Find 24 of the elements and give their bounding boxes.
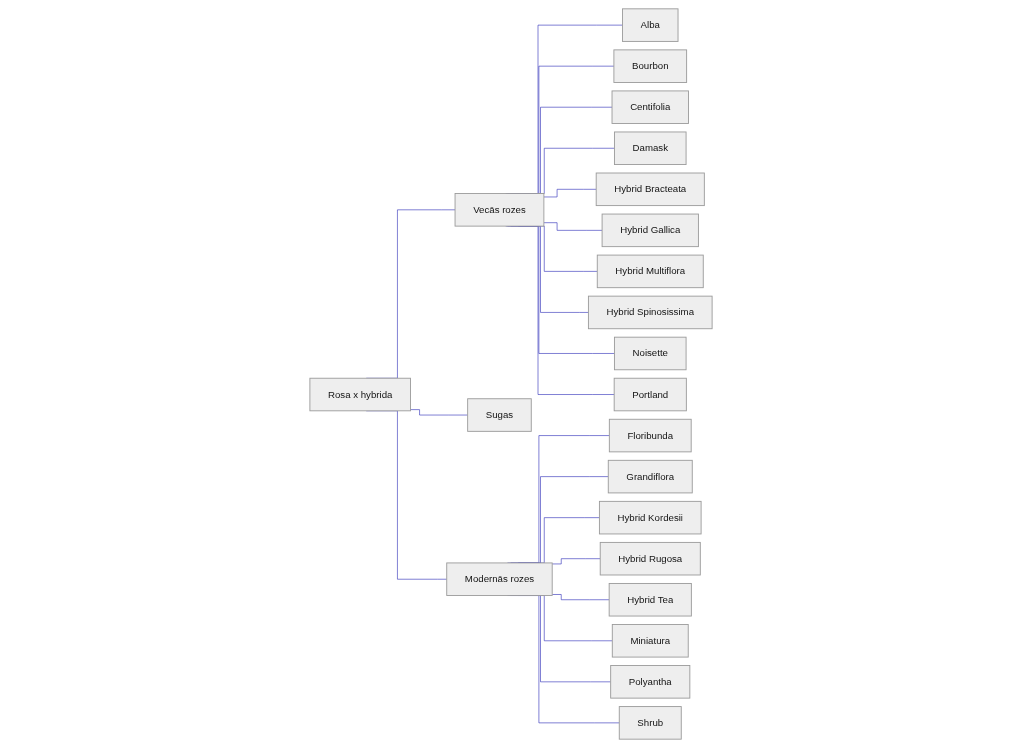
node-box: Centifolia xyxy=(611,89,689,124)
node-box: Hybrid Tea xyxy=(608,582,692,616)
node-box: Hybrid Spinosissima xyxy=(587,295,713,329)
node-box: Floribunda xyxy=(608,418,692,452)
node-box: Grandiflora xyxy=(607,459,693,493)
connector xyxy=(551,593,610,600)
node-box: Modernās rozes xyxy=(446,561,553,596)
node-box: Hybrid Gallica xyxy=(601,213,699,247)
node-box: Alba xyxy=(622,7,679,42)
node-box: Polyantha xyxy=(610,664,691,699)
node-box: Miniatura xyxy=(611,623,689,658)
node-box: Hybrid Rugosa xyxy=(599,541,701,575)
node-box: Hybrid Multiflora xyxy=(596,254,704,288)
node-box: Portland xyxy=(613,377,687,411)
node-box: Vecās rozes xyxy=(454,192,545,227)
node-box: Noisette xyxy=(614,336,687,370)
node-box: Hybrid Kordesii xyxy=(598,500,702,534)
node-box: Sugas xyxy=(467,397,532,432)
node-box: Shrub xyxy=(618,705,682,740)
connector xyxy=(410,408,468,415)
node-box: Rosa x hybrida xyxy=(309,377,411,411)
node-box: Hybrid Bracteata xyxy=(595,172,705,206)
node-box: Bourbon xyxy=(613,48,688,83)
node-box: Damask xyxy=(614,131,687,165)
